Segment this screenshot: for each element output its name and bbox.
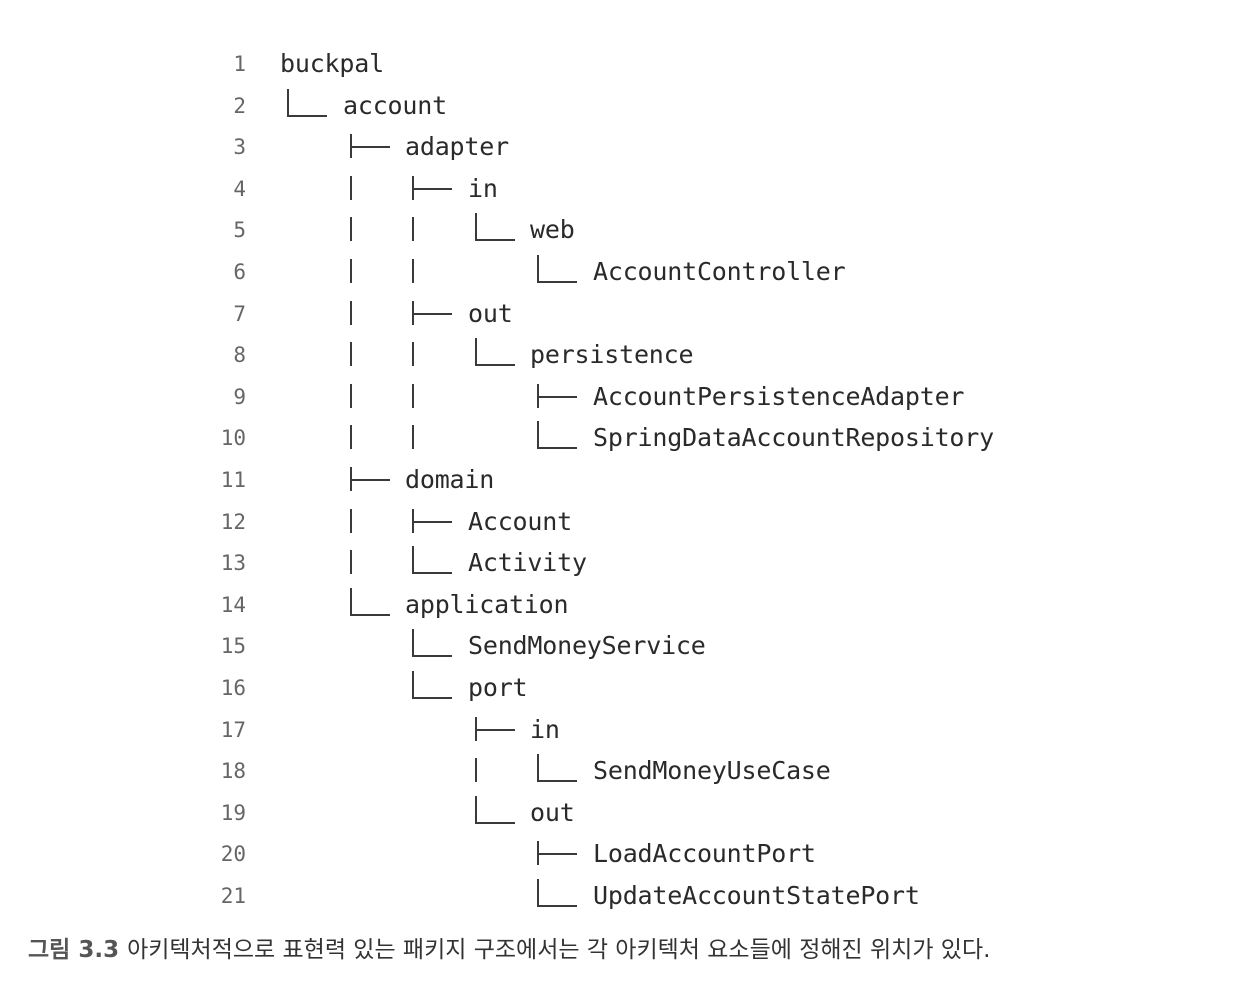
tree-line: 5 web bbox=[0, 209, 1246, 251]
tree-vertical-guide bbox=[350, 425, 352, 450]
tree-node-label: domain bbox=[405, 464, 495, 494]
tree-line: 1 buckpal bbox=[0, 43, 1246, 85]
tree-node-label: UpdateAccountStatePort bbox=[593, 880, 920, 910]
line-number: 8 bbox=[233, 343, 246, 368]
tree-line: 14 application bbox=[0, 584, 1246, 626]
line-number: 7 bbox=[233, 301, 246, 326]
tree-line: 18 SendMoneyUseCase bbox=[0, 750, 1246, 792]
tree-vertical-guide bbox=[350, 217, 352, 242]
tree-node-label: persistence bbox=[530, 340, 694, 370]
tree-vertical-guide bbox=[350, 342, 352, 367]
line-number: 3 bbox=[233, 135, 246, 160]
tree-line: 17 in bbox=[0, 709, 1246, 751]
line-number: 4 bbox=[233, 176, 246, 201]
tree-line: 3 adapter bbox=[0, 126, 1246, 168]
tree-line: 20 LoadAccountPort bbox=[0, 833, 1246, 875]
tree-line: 11 domain bbox=[0, 459, 1246, 501]
tree-vertical-guide bbox=[350, 300, 352, 325]
tree-node-label: SendMoneyUseCase bbox=[593, 756, 831, 786]
tree-node-label: out bbox=[530, 797, 575, 827]
tree-node-label: in bbox=[530, 714, 560, 744]
line-number: 2 bbox=[233, 93, 246, 118]
tree-line: 12 Account bbox=[0, 501, 1246, 543]
tree-node-label: in bbox=[468, 173, 498, 203]
tree-line: 10 SpringDataAccountRepository bbox=[0, 417, 1246, 459]
tree-node-label: buckpal bbox=[280, 49, 384, 78]
tree-node-label: LoadAccountPort bbox=[593, 839, 816, 869]
tree-line: 15 SendMoneyService bbox=[0, 625, 1246, 667]
line-number: 15 bbox=[220, 634, 246, 659]
tree-vertical-guide bbox=[350, 508, 352, 533]
tree-node-label: application bbox=[405, 589, 569, 619]
tree-vertical-guide bbox=[412, 342, 414, 367]
tree-node-label: adapter bbox=[405, 132, 509, 162]
line-number: 20 bbox=[220, 842, 246, 867]
figure-caption: 그림 3.3 아키텍처적으로 표현력 있는 패키지 구조에서는 각 아키텍처 요소… bbox=[28, 935, 990, 965]
line-number: 13 bbox=[220, 551, 246, 576]
tree-line: 2 account bbox=[0, 85, 1246, 127]
line-number: 9 bbox=[233, 384, 246, 409]
tree-vertical-guide bbox=[412, 258, 414, 283]
line-number: 18 bbox=[220, 759, 246, 784]
tree-line: 16 port bbox=[0, 667, 1246, 709]
line-number: 10 bbox=[220, 426, 246, 451]
tree-line: 21 UpdateAccountStatePort bbox=[0, 875, 1246, 917]
figure-caption-text: 아키텍처적으로 표현력 있는 패키지 구조에서는 각 아키텍처 요소들에 정해진… bbox=[127, 937, 991, 963]
tree-vertical-guide bbox=[412, 217, 414, 242]
line-number: 17 bbox=[220, 717, 246, 742]
tree-node-label: AccountController bbox=[593, 256, 846, 286]
tree-node-label: SendMoneyService bbox=[468, 631, 706, 661]
line-number: 19 bbox=[220, 800, 246, 825]
tree-line: 9 AccountPersistenceAdapter bbox=[0, 376, 1246, 418]
tree-vertical-guide bbox=[350, 383, 352, 408]
line-number: 1 bbox=[233, 52, 246, 76]
tree-node-label: Account bbox=[468, 506, 572, 536]
package-tree-listing: 1 buckpal 2 account 3 adapter 4 in 5 web… bbox=[0, 43, 1246, 916]
line-number: 12 bbox=[220, 509, 246, 534]
tree-line: 6 AccountController bbox=[0, 251, 1246, 293]
tree-node-label: port bbox=[468, 672, 528, 702]
tree-node-label: SpringDataAccountRepository bbox=[593, 423, 994, 453]
tree-node-label: web bbox=[530, 215, 575, 245]
tree-node-label: account bbox=[343, 90, 447, 120]
tree-line: 8 persistence bbox=[0, 334, 1246, 376]
line-number: 16 bbox=[220, 675, 246, 700]
tree-vertical-guide bbox=[412, 425, 414, 450]
tree-vertical-guide bbox=[475, 758, 477, 783]
line-number: 21 bbox=[220, 883, 246, 908]
tree-line: 19 out bbox=[0, 792, 1246, 834]
tree-node-label: out bbox=[468, 298, 513, 328]
tree-vertical-guide bbox=[350, 258, 352, 283]
line-number: 6 bbox=[233, 259, 246, 284]
tree-node-label: Activity bbox=[468, 548, 587, 578]
tree-vertical-guide bbox=[350, 175, 352, 200]
line-number: 11 bbox=[220, 467, 246, 492]
tree-vertical-guide bbox=[350, 550, 352, 575]
line-number: 14 bbox=[220, 592, 246, 617]
tree-line: 13 Activity bbox=[0, 542, 1246, 584]
line-number: 5 bbox=[233, 218, 246, 243]
tree-line: 7 out bbox=[0, 293, 1246, 335]
tree-line: 4 in bbox=[0, 168, 1246, 210]
figure-caption-label: 그림 3.3 bbox=[28, 937, 120, 963]
tree-node-label: AccountPersistenceAdapter bbox=[593, 381, 965, 411]
tree-vertical-guide bbox=[412, 383, 414, 408]
